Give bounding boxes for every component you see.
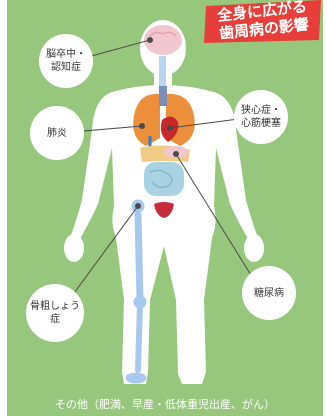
label-diabetes: 糖尿病 — [242, 266, 296, 320]
label-bone: 骨粗しょう症 — [26, 284, 84, 342]
footnote: その他（肥満、早産・低体重児出産、がん） — [7, 398, 323, 412]
label-heart: 狭心症・ 心筋梗塞 — [234, 90, 288, 144]
label-lung: 肺炎 — [30, 106, 84, 160]
label-brain: 脳卒中・ 認知症 — [39, 34, 93, 88]
intestine-organ — [144, 162, 184, 196]
